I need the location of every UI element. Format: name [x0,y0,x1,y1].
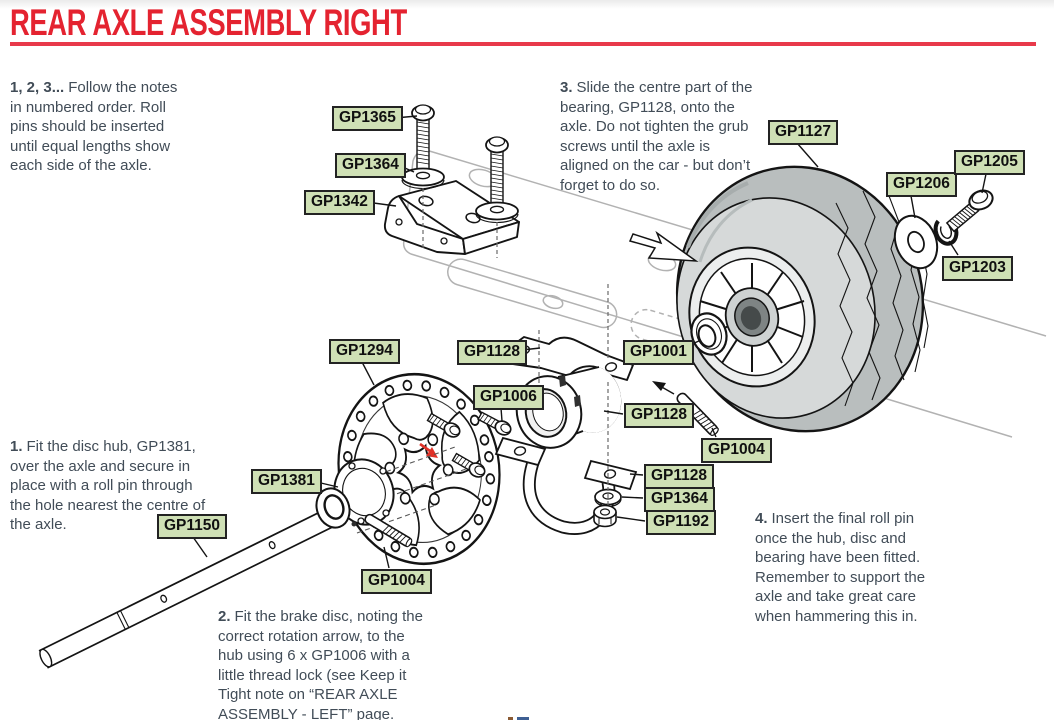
roll-pin-disc [364,513,413,548]
chassis-bracket-hardware [383,104,520,255]
part-label-gp1128-centre: GP1128 [624,403,695,428]
disc-bolt-holes [384,432,454,506]
part-label-gp1128-bottom: GP1128 [644,464,715,489]
part-label-gp1004-right: GP1004 [701,438,772,463]
note-intro: 1, 2, 3...Follow the notes in numbered o… [10,78,190,176]
direction-arrow [628,230,699,262]
note-intro-lead: 1, 2, 3... [10,79,65,96]
note-intro-body: Follow the notes in numbered order. Roll… [10,79,178,174]
note-1-lead: 1. [10,438,23,455]
note-4: 4.Insert the final roll pin once the hub… [755,509,931,626]
disc-bolts [426,411,512,478]
part-label-gp1365: GP1365 [332,106,403,131]
page-number-sliver [508,717,529,720]
note-2: 2.Fit the brake disc, noting the correct… [218,607,430,720]
wheel-illustration [675,165,929,433]
part-label-gp1381: GP1381 [251,469,322,494]
alignment-dashes [422,188,609,506]
part-label-gp1364-bottom: GP1364 [644,487,715,512]
note-1-body: Fit the disc hub, GP1381, over the axle … [10,438,206,533]
bolt-1 [401,104,445,190]
note-4-body: Insert the final roll pin once the hub, … [755,510,926,625]
hub-fixing-hardware [893,189,994,270]
note-3-body: Slide the centre part of the bearing, GP… [560,79,753,194]
rotation-arrow [419,442,438,458]
part-label-gp1192: GP1192 [646,510,717,535]
note-1: 1.Fit the disc hub, GP1381, over the axl… [10,437,206,535]
note-3-lead: 3. [560,79,573,96]
note-3: 3.Slide the centre part of the bearing, … [560,78,758,195]
part-label-gp1203: GP1203 [942,256,1013,281]
part-label-gp1128-top: GP1128 [457,340,528,365]
bolt-2 [475,136,519,224]
part-label-gp1206: GP1206 [886,172,957,197]
note-2-lead: 2. [218,608,231,625]
part-label-gp1150: GP1150 [157,514,228,539]
disc-centre-hole [396,443,442,495]
part-label-gp1342: GP1342 [304,190,375,215]
page-title: REAR AXLE ASSEMBLY RIGHT [10,2,407,43]
wheel-rim [688,246,816,388]
part-label-gp1127: GP1127 [768,120,839,145]
part-label-gp1004-disc: GP1004 [361,569,432,594]
part-label-gp1006: GP1006 [473,385,544,410]
bearing-ring-illustration [690,312,728,356]
note-2-body: Fit the brake disc, noting the correct r… [218,608,423,720]
title-rule [10,42,1036,46]
part-label-gp1205: GP1205 [954,150,1025,175]
bearing-assembly [494,336,638,535]
part-label-gp1364-top: GP1364 [335,153,406,178]
part-label-gp1001: GP1001 [623,340,694,365]
disc-hub-illustration [315,458,395,529]
part-label-gp1294: GP1294 [329,339,400,364]
note-4-lead: 4. [755,510,768,527]
page-edge-shade [0,0,1054,9]
